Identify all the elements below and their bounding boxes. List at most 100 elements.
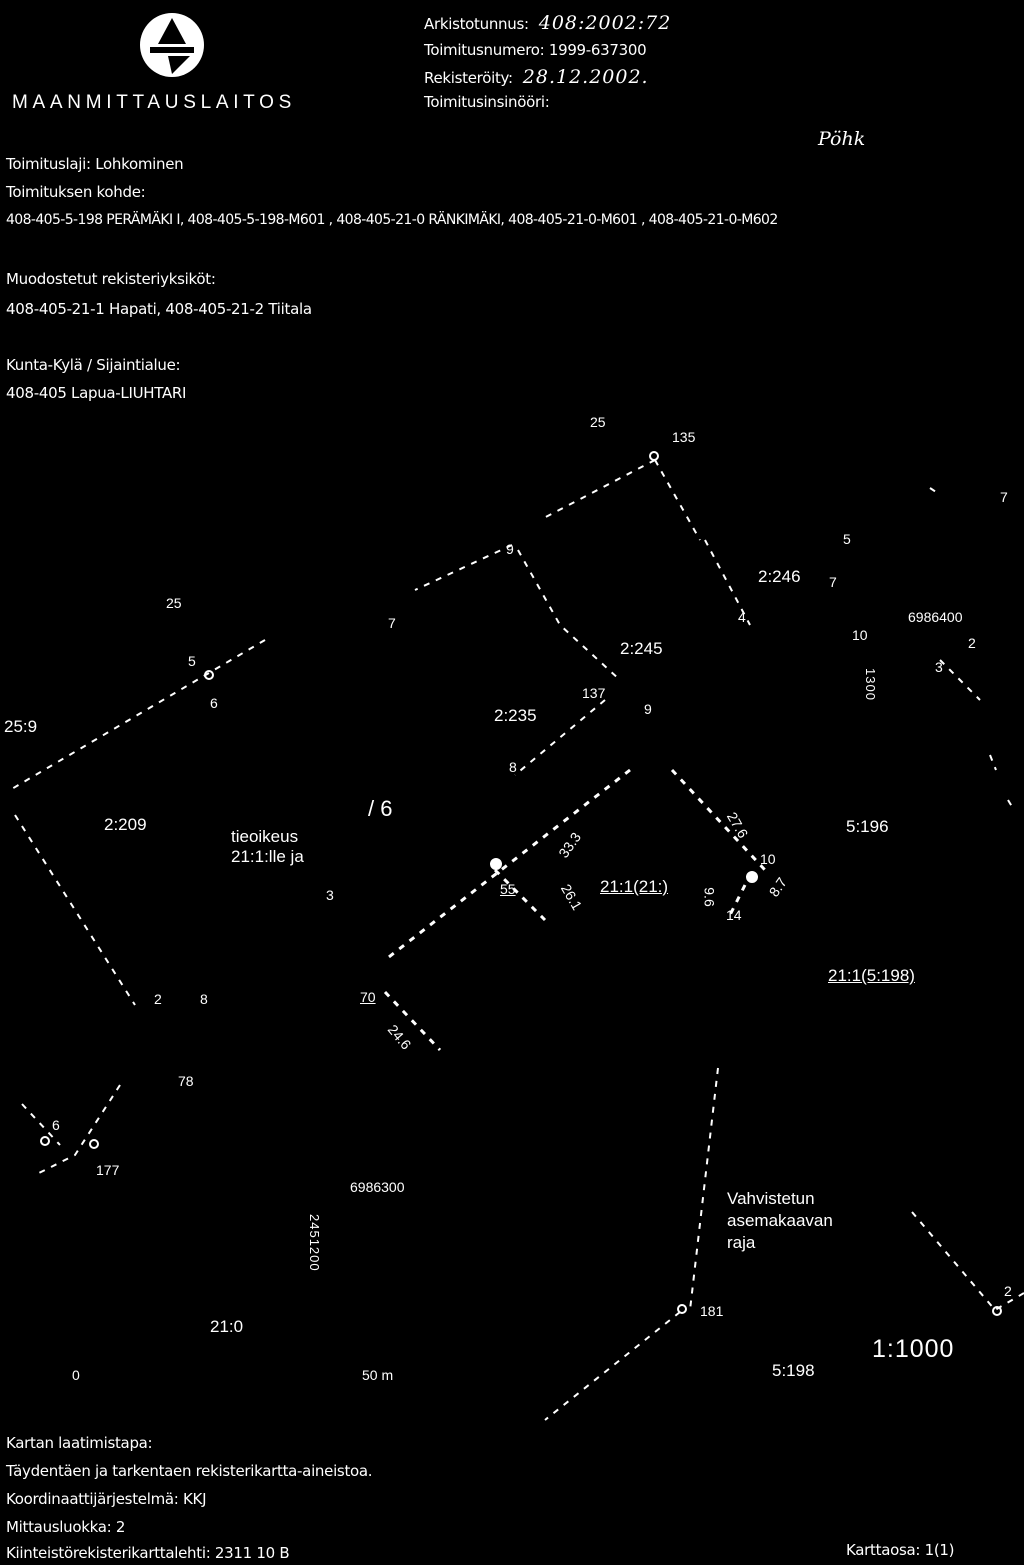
point-number: 9 xyxy=(506,541,514,557)
point-number: 78 xyxy=(178,1073,194,1089)
point-number: 5 xyxy=(188,653,196,669)
registration-date: Rekisteröity: 28.12.2002. xyxy=(424,68,649,87)
point-number: 10 xyxy=(760,851,776,867)
parcel-label: 25:9 xyxy=(4,717,38,736)
point-number: 7 xyxy=(829,574,837,590)
boundary-line xyxy=(929,487,937,493)
method-value: Täydentäen ja tarkentaen rekisterikartta… xyxy=(6,1462,373,1480)
point-number: 2 xyxy=(1004,1283,1012,1299)
parcel-label: 2:246 xyxy=(758,567,801,586)
road-right-line-2: 21:1:lle ja xyxy=(231,847,304,866)
point-number: 7 xyxy=(1000,489,1008,505)
coordinate-label: 2451200 xyxy=(307,1214,322,1272)
parcel-label: 2:245 xyxy=(620,639,663,658)
scale-bar-zero: 0 xyxy=(72,1367,80,1383)
archive-label: Arkistotunnus: xyxy=(424,15,529,33)
survey-marker-icon xyxy=(490,858,502,870)
boundary-line xyxy=(728,884,747,916)
parcel-label: 2:209 xyxy=(104,815,147,834)
boundary-line xyxy=(911,1211,1024,1312)
plan-boundary-line xyxy=(689,1067,719,1311)
point-number: 55 xyxy=(500,881,516,897)
parcel-label: 21:0 xyxy=(210,1317,244,1336)
parcel-label: 21:1(5:198) xyxy=(828,966,915,985)
procedure-number: Toimitusnumero: 1999-637300 xyxy=(424,41,647,59)
point-number: 177 xyxy=(96,1162,120,1178)
coordinate-system: Koordinaattijärjestelmä: KKJ xyxy=(6,1490,207,1508)
parcel-label: 5:196 xyxy=(846,817,889,836)
point-number: 10 xyxy=(852,627,868,643)
archive-id: Arkistotunnus: 408:2002:72 xyxy=(424,14,671,33)
point-number: 25 xyxy=(590,414,606,430)
point-number: 6 xyxy=(210,695,218,711)
map-part: Karttaosa: 1(1) xyxy=(846,1541,955,1559)
point-number: 5 xyxy=(843,531,851,547)
boundary-line xyxy=(414,544,513,591)
procedure-type: Toimituslaji: Lohkominen xyxy=(6,155,184,173)
point-number: 3 xyxy=(326,887,334,903)
point-number: 6986400 xyxy=(908,609,963,625)
municipality-label: Kunta-Kylä / Sijaintialue: xyxy=(6,356,181,374)
plan-boundary-label-3: raja xyxy=(727,1233,756,1252)
distance-label: 9.6 xyxy=(701,887,718,907)
target-value: 408-405-5-198 PERÄMÄKI I, 408-405-5-198-… xyxy=(6,212,778,228)
formed-units-value: 408-405-21-1 Hapati, 408-405-21-2 Tiital… xyxy=(6,300,312,318)
registered-label: Rekisteröity: xyxy=(424,69,513,87)
survey-marker-icon xyxy=(677,1304,687,1314)
scale-bar-length: 50 m xyxy=(362,1367,394,1383)
boundary-line xyxy=(9,639,266,791)
engineer-label: Toimitusinsinööri: xyxy=(424,93,550,111)
boundary-line xyxy=(670,768,767,872)
plan-boundary-label-1: Vahvistetun xyxy=(727,1189,815,1208)
point-number: 70 xyxy=(360,989,376,1005)
boundary-line xyxy=(704,539,751,626)
survey-marker-icon xyxy=(204,670,214,680)
boundary-line xyxy=(539,459,656,521)
point-number: 7 xyxy=(388,615,396,631)
municipality-value: 408-405 Lapua-LIUHTARI xyxy=(6,384,187,402)
survey-marker-icon xyxy=(89,1139,99,1149)
point-number: 2 xyxy=(154,991,162,1007)
point-number: 8 xyxy=(200,991,208,1007)
map-scale: 1:1000 xyxy=(872,1335,955,1363)
boundary-line xyxy=(654,459,701,541)
point-number: 9 xyxy=(644,701,652,717)
point-number: 2 xyxy=(968,635,976,651)
boundary-line xyxy=(21,1103,61,1146)
boundary-line xyxy=(14,814,136,1006)
road-right-line-1: tieoikeus xyxy=(231,827,299,846)
survey-marker-icon xyxy=(746,871,758,883)
parcel-label: 2:235 xyxy=(494,706,537,725)
point-number: 137 xyxy=(582,685,606,701)
boundary-line xyxy=(383,990,442,1052)
boundary-line xyxy=(384,768,631,962)
mml-logo-icon xyxy=(140,13,204,77)
engineer-signature: Pöhk xyxy=(818,128,866,150)
organization-name: MAANMITTAUSLAITOS xyxy=(12,92,297,113)
point-number: 135 xyxy=(672,429,696,445)
archive-value: 408:2002:72 xyxy=(538,12,672,34)
boundary-line xyxy=(1007,799,1015,811)
point-number: 8 xyxy=(509,759,517,775)
boundary-line xyxy=(939,659,981,701)
boundary-line xyxy=(989,754,997,771)
point-number: 3 xyxy=(935,659,943,675)
survey-marker-icon xyxy=(649,451,659,461)
parcel-label: 5:198 xyxy=(772,1361,815,1380)
survey-marker-icon xyxy=(40,1136,50,1146)
point-number: 25 xyxy=(166,595,182,611)
plan-boundary-label-2: asemakaavan xyxy=(727,1211,833,1230)
target-label: Toimituksen kohde: xyxy=(6,183,146,201)
measurement-class: Mittausluokka: 2 xyxy=(6,1518,126,1536)
registered-value: 28.12.2002. xyxy=(522,66,649,88)
method-label: Kartan laatimistapa: xyxy=(6,1434,153,1452)
boundary-line xyxy=(544,1311,681,1421)
formed-units-label: Muodostetut rekisteriyksiköt: xyxy=(6,270,216,288)
parcel-label: 21:1(21:) xyxy=(600,877,669,896)
point-number: 4 xyxy=(738,609,746,625)
map-sheet: Kiinteistörekisterikarttalehti: 2311 10 … xyxy=(6,1544,290,1562)
coordinate-label: 1300 xyxy=(863,668,878,701)
boundary-line xyxy=(34,1084,121,1176)
